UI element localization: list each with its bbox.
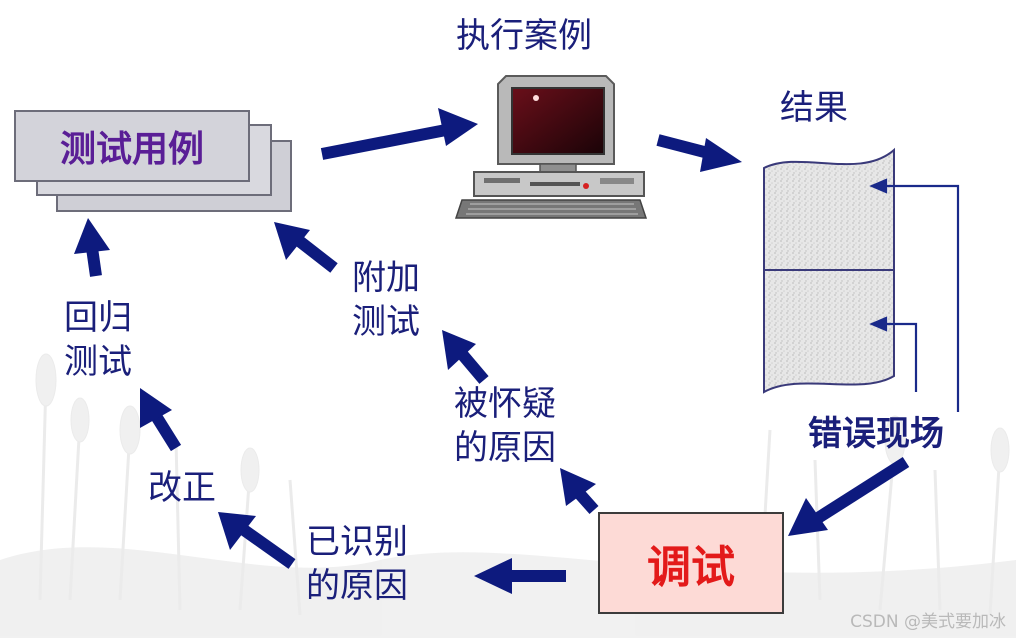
arrow-execute-to-results xyxy=(656,134,742,172)
desktop-computer-icon xyxy=(454,75,648,219)
arrow-cases-to-execute xyxy=(320,108,478,160)
fix-label: 改正 xyxy=(148,468,216,508)
regression-test-label: 回归 测试 xyxy=(64,298,132,382)
error-scene-pointers xyxy=(869,178,960,412)
debug-label: 调试 xyxy=(647,542,735,593)
arrow-fix-to-regression xyxy=(140,388,182,452)
suspected-cause-label: 被怀疑 的原因 xyxy=(454,384,556,468)
identified-cause-label: 已识别 的原因 xyxy=(306,522,408,606)
results-document-icon xyxy=(763,147,895,394)
test-cases-card: 测试用例 xyxy=(14,110,250,182)
debug-box: 调试 xyxy=(598,512,784,614)
arrow-error-to-debug xyxy=(788,456,910,536)
error-scene-label: 错误现场 xyxy=(808,414,944,454)
arrow-debug-to-suspected xyxy=(560,468,599,514)
arrow-identified-to-fix xyxy=(218,512,296,569)
arrow-additional-to-cases xyxy=(274,222,338,273)
additional-test-label: 附加 测试 xyxy=(352,258,420,342)
arrow-suspected-to-additional xyxy=(442,330,489,384)
flow-arrows xyxy=(74,108,910,594)
test-cases-label: 测试用例 xyxy=(59,129,204,170)
watermark: CSDN @美式要加冰 xyxy=(850,612,1006,632)
background-plants xyxy=(0,353,1016,638)
results-label: 结果 xyxy=(780,88,848,128)
arrow-regression-to-cases xyxy=(74,218,110,277)
execute-cases-label: 执行案例 xyxy=(456,16,592,56)
arrow-debug-to-identified xyxy=(474,558,566,594)
